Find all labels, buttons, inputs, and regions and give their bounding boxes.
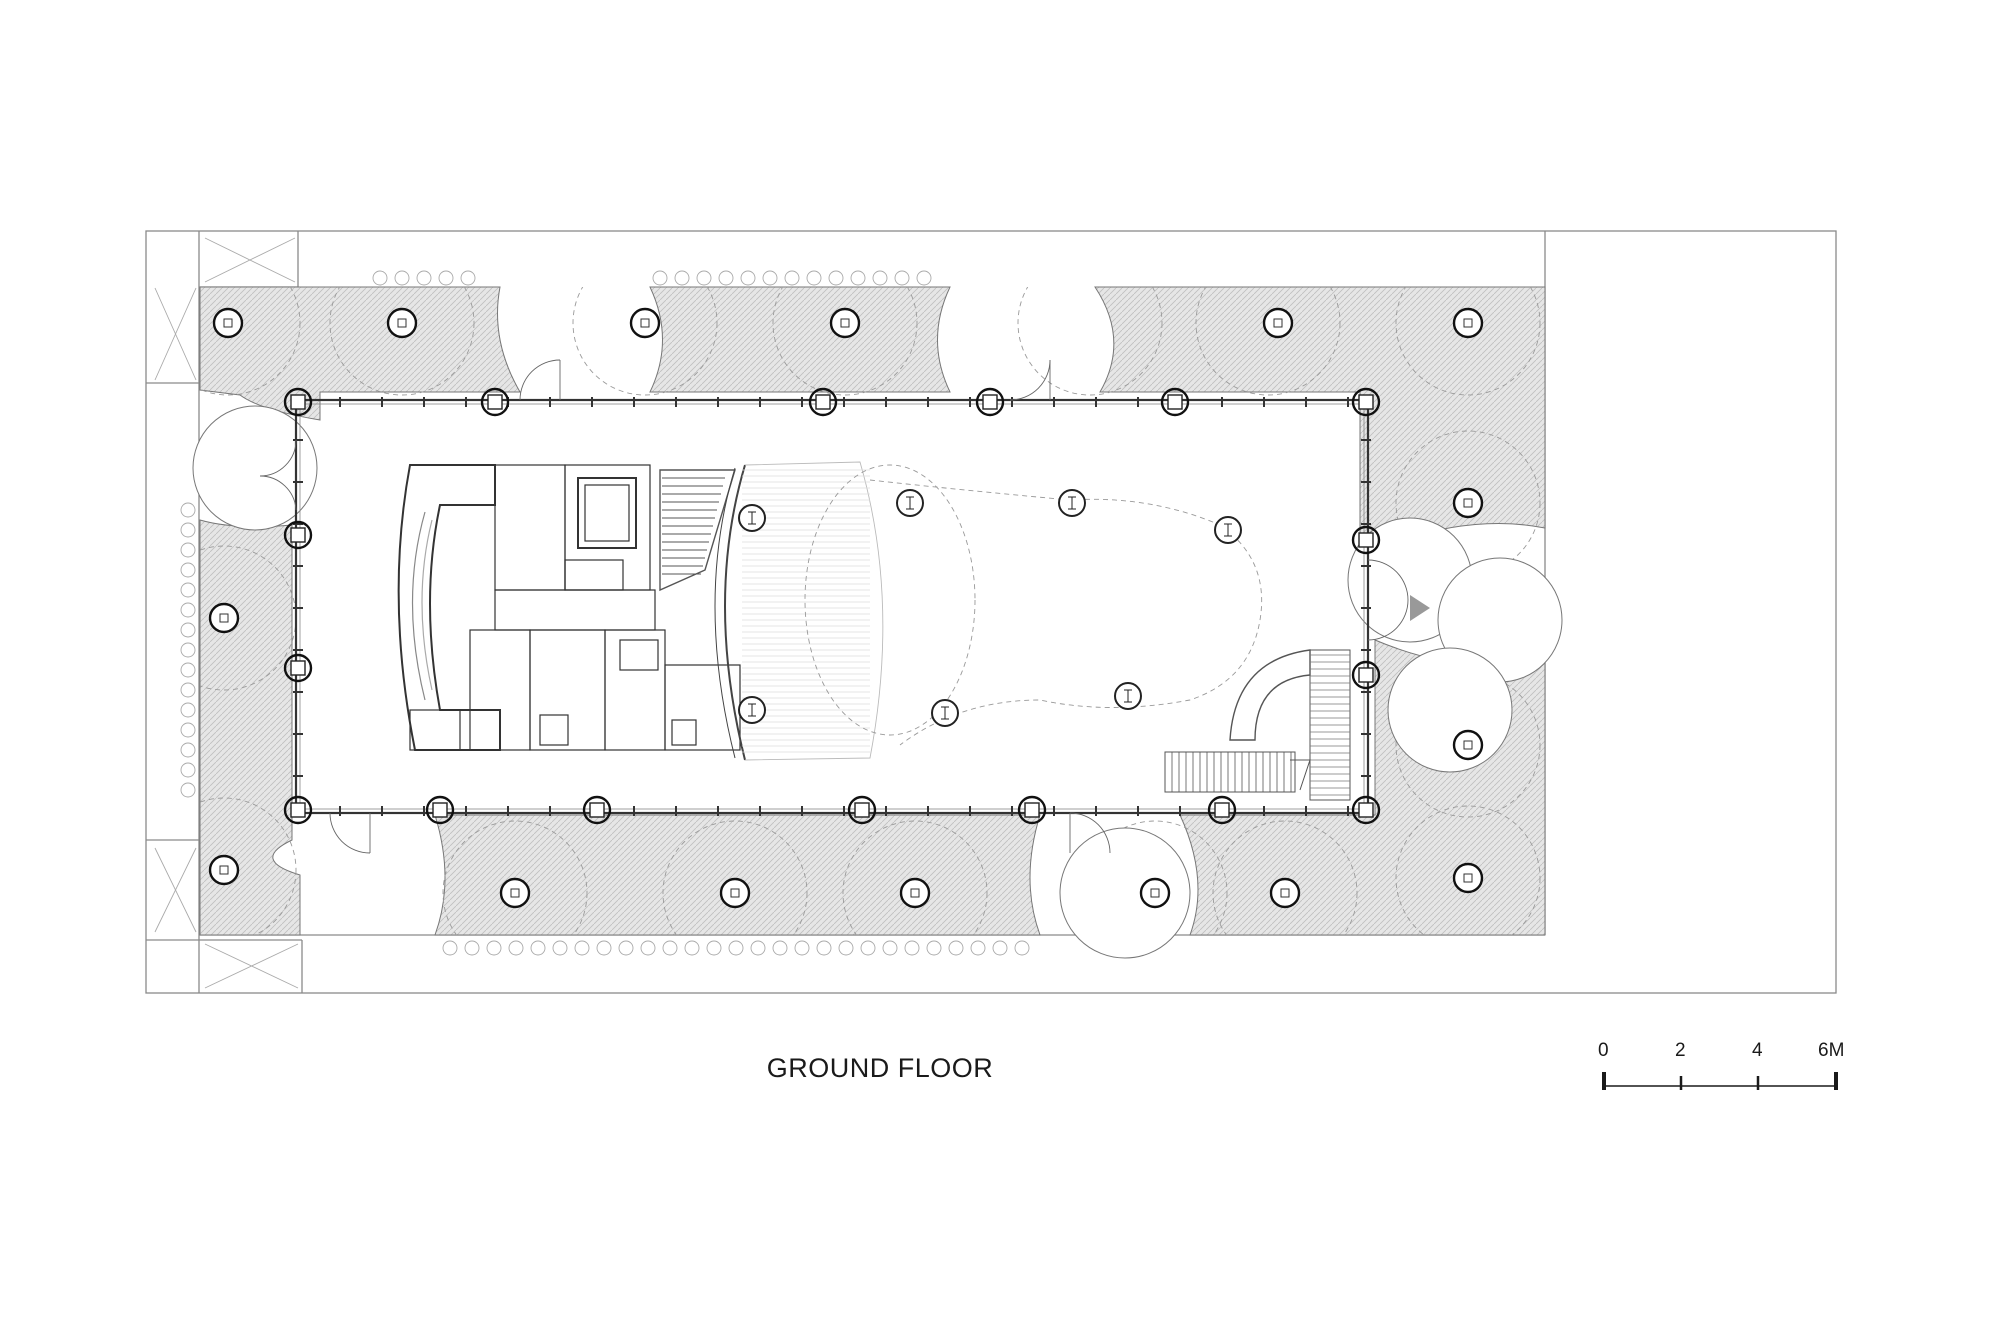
column-icon <box>283 387 313 417</box>
tree-icon <box>1452 487 1484 519</box>
structural-columns <box>283 387 1381 825</box>
tree-icon <box>208 602 240 634</box>
tree-icon <box>1262 307 1294 339</box>
column-icon <box>1351 525 1381 555</box>
column-icon <box>283 795 313 825</box>
trees <box>208 307 1484 909</box>
column-icon <box>1207 795 1237 825</box>
drawing-title: GROUND FLOOR <box>766 1053 994 1083</box>
central-void <box>804 464 1263 746</box>
column-icon <box>283 520 313 550</box>
tree-icon <box>629 307 661 339</box>
column-icon <box>582 795 612 825</box>
outdoor-seating <box>180 270 1030 956</box>
terrace-bands <box>199 286 1546 936</box>
column-icon <box>1351 660 1381 690</box>
entrance-arcs <box>192 405 1563 959</box>
tree-icon <box>208 854 240 886</box>
light-fixtures <box>738 489 1242 727</box>
wall-mullions <box>293 397 1371 816</box>
scale-label-0: 0 <box>1598 1040 1609 1061</box>
tree-icon <box>1452 307 1484 339</box>
tree-icon <box>212 307 244 339</box>
core-stair <box>659 469 736 592</box>
tree-icon <box>386 307 418 339</box>
tree-icon <box>1452 729 1484 761</box>
corner-planters <box>154 237 299 989</box>
curved-gallery <box>714 461 884 761</box>
tree-icon <box>899 877 931 909</box>
scale-bar <box>1602 1072 1838 1090</box>
column-icon <box>847 795 877 825</box>
service-core <box>397 464 741 751</box>
column-icon <box>283 653 313 683</box>
scale-label-4: 4 <box>1752 1040 1763 1061</box>
east-stair <box>1164 649 1351 801</box>
tree-icon <box>499 877 531 909</box>
column-icon <box>1017 795 1047 825</box>
column-icon <box>480 387 510 417</box>
scale-label-2: 2 <box>1675 1040 1686 1061</box>
entrance-arrow-icon <box>1410 595 1430 621</box>
scale-label-6m: 6M <box>1818 1040 1845 1061</box>
building-walls <box>294 398 1370 815</box>
tree-icon <box>719 877 751 909</box>
column-icon <box>975 387 1005 417</box>
door-swings <box>259 359 1409 854</box>
column-icon <box>425 795 455 825</box>
column-icon <box>1351 795 1381 825</box>
column-icon <box>808 387 838 417</box>
column-icon <box>1351 387 1381 417</box>
tree-icon <box>1139 877 1171 909</box>
column-icon <box>1160 387 1190 417</box>
tree-icon <box>1269 877 1301 909</box>
tree-icon <box>829 307 861 339</box>
tree-icon <box>1452 862 1484 894</box>
